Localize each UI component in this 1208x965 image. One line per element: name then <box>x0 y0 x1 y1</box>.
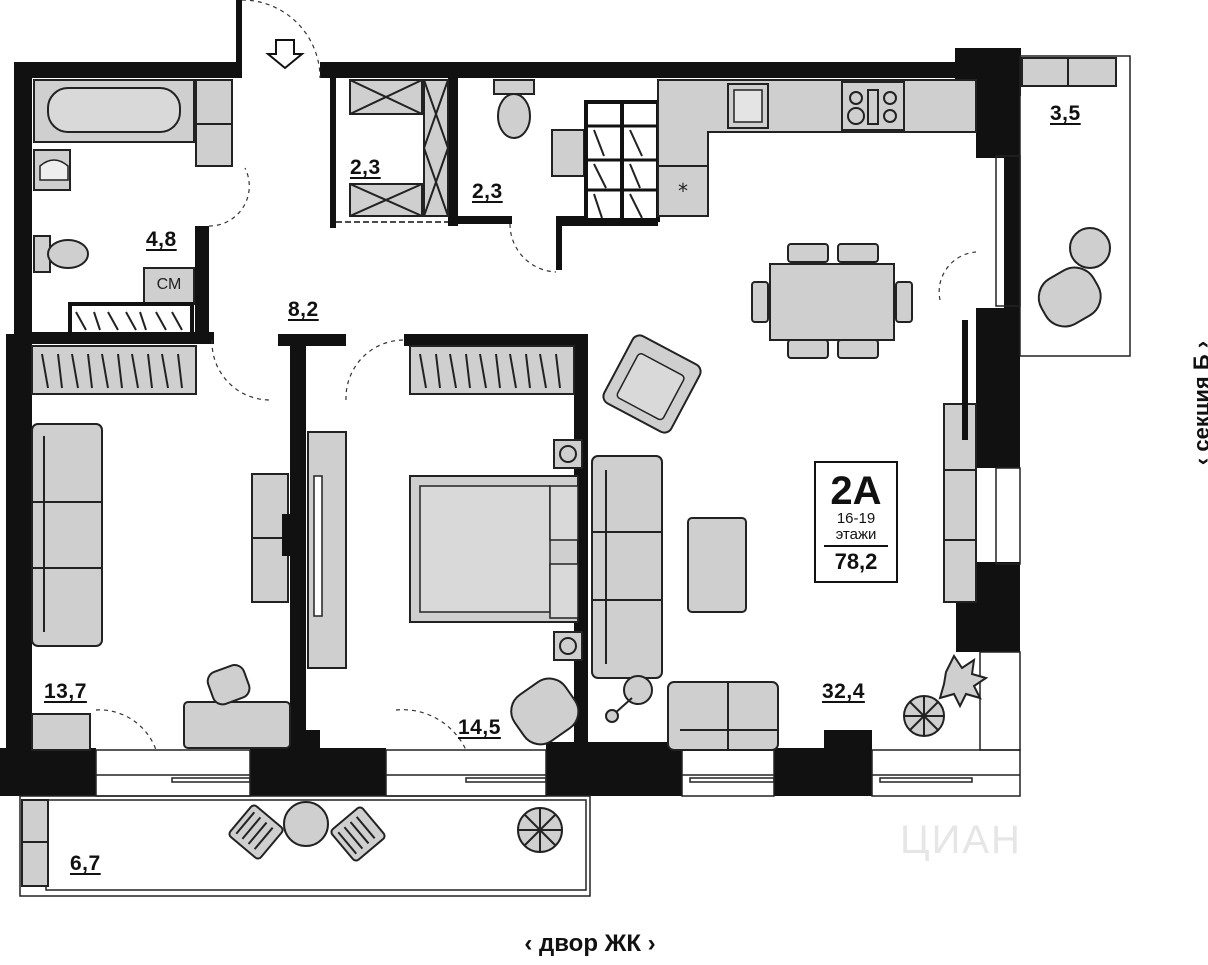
sofa-bottom-icon <box>667 681 779 751</box>
plant-icon <box>938 654 989 709</box>
wall-hall-1 <box>278 334 346 346</box>
wall-right-1 <box>976 96 1020 158</box>
apartment-floors-word: этажи <box>824 527 888 547</box>
wall-wc-bottom <box>448 216 512 224</box>
round-table-icon <box>1069 227 1111 269</box>
wall-left-bedroom <box>6 334 32 754</box>
chair-icon <box>206 664 251 706</box>
apartment-type: 2А <box>830 469 882 513</box>
wall-wc-door <box>556 216 562 270</box>
apartment-badge: 2А 16-19 этажи 78,2 <box>814 461 898 583</box>
washer-label: СМ <box>156 276 182 293</box>
sofa-icon <box>591 455 663 679</box>
room-area-balcony-right: 3,5 <box>1050 102 1081 125</box>
room-area-storage: 2,3 <box>350 156 381 179</box>
armchair-icon <box>510 677 580 746</box>
wall-hall-2 <box>404 334 588 346</box>
storage-fixtures <box>336 79 660 223</box>
wardrobe-icon <box>31 345 197 395</box>
room-area-living: 32,4 <box>822 680 865 703</box>
room-area-bedroom-mid: 14,5 <box>458 716 501 739</box>
wall-top-mid <box>320 62 960 78</box>
toilet-icon <box>47 239 89 269</box>
room-area-balcony-bottom: 6,7 <box>70 852 101 875</box>
door-swings <box>95 0 977 783</box>
cabinet-icon <box>31 713 91 751</box>
wall-bottom-3 <box>250 748 386 796</box>
kitchen-counter <box>657 79 977 217</box>
chair-icon <box>228 804 284 860</box>
wall-bath-right <box>195 226 209 338</box>
room-area-bedroom-left: 13,7 <box>44 680 87 703</box>
watermark: ЦИАН <box>900 818 1022 862</box>
wall-bottom-1 <box>0 748 96 796</box>
wall-storage-right <box>448 78 458 226</box>
wall-right-3 <box>976 308 1020 468</box>
tv-stand-icon <box>943 403 977 603</box>
nightstand-icon <box>553 631 583 661</box>
living-furniture <box>591 320 989 751</box>
wall-storage-left <box>330 78 336 228</box>
armchair-icon <box>1037 266 1102 328</box>
bathroom-fixtures <box>33 79 233 336</box>
wardrobe-icon <box>409 345 575 395</box>
coffee-table-icon <box>687 517 747 613</box>
plant-icon <box>517 807 563 853</box>
apartment-total-area: 78,2 <box>834 549 878 574</box>
apartment-floors: 16-19 <box>836 510 876 527</box>
bedroom-left-furniture <box>31 345 291 751</box>
wall-bottom-4 <box>546 742 682 796</box>
chair-icon <box>330 806 386 862</box>
balcony-bottom-furniture <box>21 799 563 887</box>
bedroom-mid-furniture <box>307 345 583 746</box>
room-area-bathroom: 4,8 <box>146 228 177 251</box>
svg-text:*: * <box>678 179 688 203</box>
dining-table-icon <box>769 263 895 341</box>
sink-icon <box>551 129 585 177</box>
round-table-icon <box>283 801 329 847</box>
balcony-right-furniture <box>1021 57 1117 328</box>
sofa-icon <box>31 423 103 647</box>
wall-top-left <box>14 62 240 78</box>
wall-bottom-6 <box>824 730 872 760</box>
room-area-wc: 2,3 <box>472 180 503 203</box>
room-area-hall: 8,2 <box>288 298 319 321</box>
kitchen: * <box>657 79 977 217</box>
wall-left-bathroom <box>14 62 32 338</box>
plant-icon <box>903 695 945 737</box>
orientation-bottom-label: ‹ двор ЖК › <box>524 930 656 957</box>
desk-icon <box>183 701 291 749</box>
orientation-right-label: ‹ секция Б › <box>1189 341 1208 465</box>
floor-lamp-icon <box>623 675 653 705</box>
wall-entrance <box>236 0 242 78</box>
entrance-arrow-icon <box>265 39 305 70</box>
nightstand-icon <box>553 439 583 469</box>
wall-bed-divider <box>290 334 306 754</box>
dining-set <box>751 243 913 359</box>
toilet-icon <box>497 93 531 139</box>
wall-right-2 <box>1004 148 1020 308</box>
